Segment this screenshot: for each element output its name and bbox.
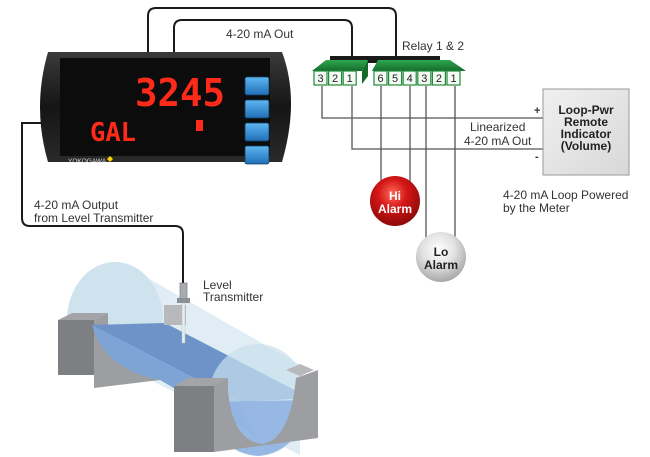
transmitter-probe	[181, 302, 186, 344]
wire-plus	[321, 86, 543, 119]
remote-indicator-box	[542, 88, 630, 176]
linearized-label-2: 4-20 mA Out	[464, 134, 532, 148]
terminal	[373, 70, 388, 86]
terminal-number: 3	[421, 73, 427, 85]
relay-label: Relay 1 & 2	[402, 39, 464, 53]
panel-meter: 3245 GAL YOKOGAWA	[40, 52, 291, 165]
meter-button-3[interactable]	[244, 122, 270, 142]
input-label-1: 4-20 mA Output	[34, 198, 119, 212]
terminal-number: 1	[450, 73, 456, 85]
linearized-label-1: Linearized	[470, 120, 525, 134]
meter-button-2[interactable]	[244, 99, 270, 119]
terminal-number: 5	[392, 73, 398, 85]
output-wires	[321, 86, 543, 240]
terminal-block-left-top	[312, 60, 368, 71]
remote-indicator-line1: Loop-Pwr	[558, 103, 614, 117]
wire-minus	[351, 86, 543, 150]
analog-out-label: 4-20 mA Out	[226, 27, 294, 41]
lo-alarm-label-1: Lo	[434, 245, 449, 259]
terminal	[431, 70, 446, 86]
hi-alarm-label-2: Alarm	[378, 202, 412, 216]
terminal-number: 4	[407, 73, 413, 85]
terminal	[313, 70, 328, 86]
meter-buttons	[244, 76, 270, 165]
terminal	[342, 70, 357, 86]
terminal	[402, 70, 417, 86]
hi-alarm-label-1: Hi	[389, 189, 401, 203]
horizontal-tank	[58, 262, 318, 456]
terminal	[417, 70, 432, 86]
remote-indicator-line4: (Volume)	[561, 139, 611, 153]
terminal-number: 3	[317, 73, 323, 85]
terminal	[388, 70, 403, 86]
saddle-left	[58, 320, 94, 375]
analog-out-wires	[147, 7, 397, 58]
terminal	[446, 70, 461, 86]
terminal-number: 1	[347, 73, 353, 85]
outer-wire	[147, 7, 397, 58]
input-label-2: from Level Transmitter	[34, 211, 153, 225]
remote-indicator-line3: Indicator	[561, 127, 612, 141]
minus-sign: -	[535, 151, 539, 163]
lo-alarm: Lo Alarm	[416, 232, 466, 282]
display-unit: GAL	[90, 118, 136, 148]
brand-logo: YOKOGAWA	[68, 158, 107, 165]
terminal-number: 2	[436, 73, 442, 85]
terminal-number: 2	[332, 73, 338, 85]
lo-alarm-label-2: Alarm	[424, 258, 458, 272]
plus-sign: +	[534, 105, 540, 117]
transmitter-label-2: Transmitter	[203, 290, 263, 304]
meter-display	[60, 58, 270, 156]
terminal-backplate	[330, 56, 440, 63]
terminal-number: 6	[377, 73, 383, 85]
lo-alarm-light	[416, 232, 466, 282]
terminal	[328, 70, 343, 86]
inner-wire	[173, 19, 353, 58]
meter-button-4[interactable]	[244, 145, 270, 165]
hi-alarm-light	[370, 176, 420, 226]
transmitter-label-1: Level	[203, 278, 232, 292]
hi-alarm: Hi Alarm	[370, 176, 420, 226]
terminal-block-right-top	[372, 60, 466, 71]
remote-indicator-line2: Remote	[564, 115, 608, 129]
decimal-indicator	[196, 120, 203, 131]
diamond-icon	[107, 156, 113, 162]
remote-indicator: Loop-Pwr Remote Indicator (Volume)	[542, 88, 630, 176]
meter-button-1[interactable]	[244, 76, 270, 96]
input-wire	[21, 122, 184, 292]
saddle-right	[174, 386, 214, 452]
display-value: 3245	[135, 71, 225, 115]
loop-note-2: by the Meter	[503, 201, 570, 215]
loop-note-1: 4-20 mA Loop Powered	[503, 188, 628, 202]
